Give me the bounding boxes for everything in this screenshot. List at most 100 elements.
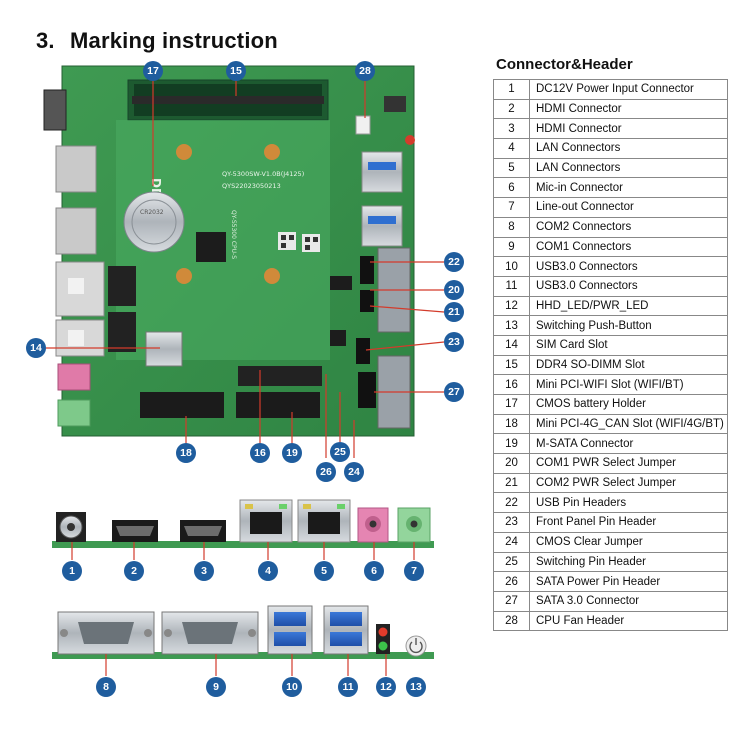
row-label: USB Pin Headers (529, 492, 728, 514)
marker-21: 21 (444, 302, 464, 322)
marker-18: 18 (176, 443, 196, 463)
marker-4: 4 (258, 561, 278, 581)
marker-23: 23 (444, 332, 464, 352)
marker-13: 13 (406, 677, 426, 697)
row-label: CPU Fan Header (529, 610, 728, 632)
row-number: 22 (493, 492, 530, 514)
row-number: 14 (493, 334, 530, 356)
marker-5: 5 (314, 561, 334, 581)
row-label: USB3.0 Connectors (529, 275, 728, 297)
row-number: 25 (493, 551, 530, 573)
marker-14: 14 (26, 338, 46, 358)
marker-12: 12 (376, 677, 396, 697)
row-label: COM1 PWR Select Jumper (529, 453, 728, 474)
marker-1: 1 (62, 561, 82, 581)
row-label: Front Panel Pin Header (529, 512, 728, 533)
silkscreen-model: QY-5300SW-V1.0B(J4125) (222, 170, 304, 178)
row-number: 8 (493, 216, 530, 238)
row-number: 7 (493, 197, 530, 218)
row-number: 18 (493, 413, 530, 435)
row-number: 9 (493, 236, 530, 258)
row-label: DC12V Power Input Connector (529, 79, 728, 100)
row-label: Switching Push-Button (529, 315, 728, 336)
row-label: Mic-in Connector (529, 177, 728, 199)
marker-16: 16 (250, 443, 270, 463)
row-label: COM2 PWR Select Jumper (529, 472, 728, 494)
row-number: 15 (493, 354, 530, 376)
marker-27: 27 (444, 382, 464, 402)
marker-20: 20 (444, 280, 464, 300)
row-label: SATA Power Pin Header (529, 571, 728, 592)
row-label: HDMI Connector (529, 118, 728, 140)
row-label: SATA 3.0 Connector (529, 590, 728, 612)
marker-28: 28 (355, 61, 375, 81)
row-number: 21 (493, 472, 530, 494)
marker-22: 22 (444, 252, 464, 272)
row-label: USB3.0 Connectors (529, 256, 728, 277)
marker-24: 24 (344, 462, 364, 482)
marker-8: 8 (96, 677, 116, 697)
row-label: LAN Connectors (529, 138, 728, 159)
row-number: 16 (493, 374, 530, 395)
marker-26: 26 (316, 462, 336, 482)
row-number: 13 (493, 315, 530, 336)
heading-number: 3. (36, 28, 55, 53)
marker-11: 11 (338, 677, 358, 697)
io-panel-front (52, 499, 434, 548)
silkscreen-battery: CR2032 (140, 209, 164, 216)
heading-text: Marking instruction (70, 28, 278, 53)
row-label: COM2 Connectors (529, 216, 728, 238)
row-number: 12 (493, 295, 530, 317)
marker-2: 2 (124, 561, 144, 581)
cmos-battery (123, 191, 185, 253)
power-icon (405, 635, 427, 657)
row-label: DDR4 SO-DIMM Slot (529, 354, 728, 376)
marker-9: 9 (206, 677, 226, 697)
marker-25: 25 (330, 442, 350, 462)
marker-7: 7 (404, 561, 424, 581)
marker-15: 15 (226, 61, 246, 81)
row-label: Line-out Connector (529, 197, 728, 218)
row-number: 4 (493, 138, 530, 159)
row-label: HDMI Connector (529, 98, 728, 120)
marker-19: 19 (282, 443, 302, 463)
row-number: 27 (493, 590, 530, 612)
row-label: SIM Card Slot (529, 334, 728, 356)
row-number: 6 (493, 177, 530, 199)
table-title: Connector&Header (496, 56, 633, 73)
row-label: CMOS Clear Jumper (529, 531, 728, 553)
row-label: Switching Pin Header (529, 551, 728, 573)
row-number: 28 (493, 610, 530, 632)
row-number: 17 (493, 394, 530, 415)
row-label: CMOS battery Holder (529, 394, 728, 415)
row-label: HHD_LED/PWR_LED (529, 295, 728, 317)
marker-3: 3 (194, 561, 214, 581)
row-number: 2 (493, 98, 530, 120)
silkscreen-cpu: QY-S5300 CPU-S (230, 210, 237, 259)
page-heading: 3. Marking instruction (36, 28, 278, 54)
